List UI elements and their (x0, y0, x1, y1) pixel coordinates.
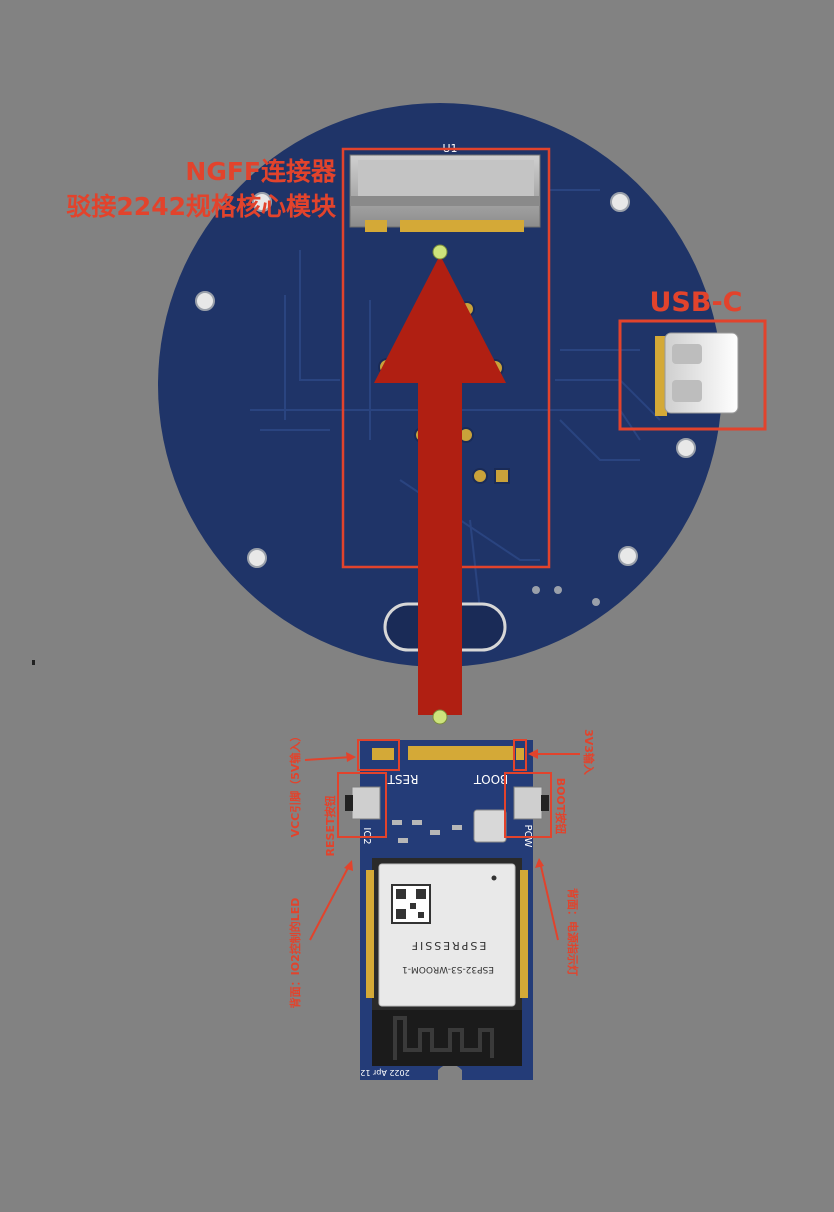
antenna (372, 1010, 522, 1066)
ngff-connector (350, 155, 540, 232)
usb-c-connector (655, 333, 738, 416)
reset-tactile-switch (345, 787, 380, 819)
reset-button-label: RESET按钮 (323, 796, 337, 857)
ngff-label-line2: 驳接2242规格核心模块 (66, 192, 336, 221)
shield-model-text: ESP32-S3-WROOM-1 (402, 964, 494, 974)
v3-input-label: 3V3输入 (582, 729, 596, 775)
arrow-origin-dot (433, 710, 447, 724)
power-led-label: 背面：电源指示灯 (566, 888, 580, 976)
stray-mark (32, 660, 35, 665)
vcc-pin-label: VCC引脚（5V输入） (288, 731, 302, 838)
core-module: ESP32-S3-WROOM-1 ESPRESSIF REST BOOT IO2… (338, 740, 551, 1080)
inductor (474, 810, 506, 842)
silk-rest: REST (387, 772, 419, 786)
ngff-label-line1: NGFF连接器 (185, 157, 337, 186)
usb-c-label: USB-C (650, 287, 743, 318)
boot-button-label: BOOT按钮 (554, 778, 568, 835)
shield-brand-text: ESPRESSIF (410, 939, 487, 952)
silk-date: 2022 Apr 12 (360, 1068, 409, 1077)
esp32-wroom-shield: ESP32-S3-WROOM-1 ESPRESSIF (366, 858, 528, 1010)
arrow-target-dot (433, 245, 447, 259)
silk-boot: BOOT (473, 772, 508, 786)
boot-tactile-switch (514, 787, 549, 819)
io2-led-label: 背面：IO2控制的LED (288, 898, 302, 1009)
